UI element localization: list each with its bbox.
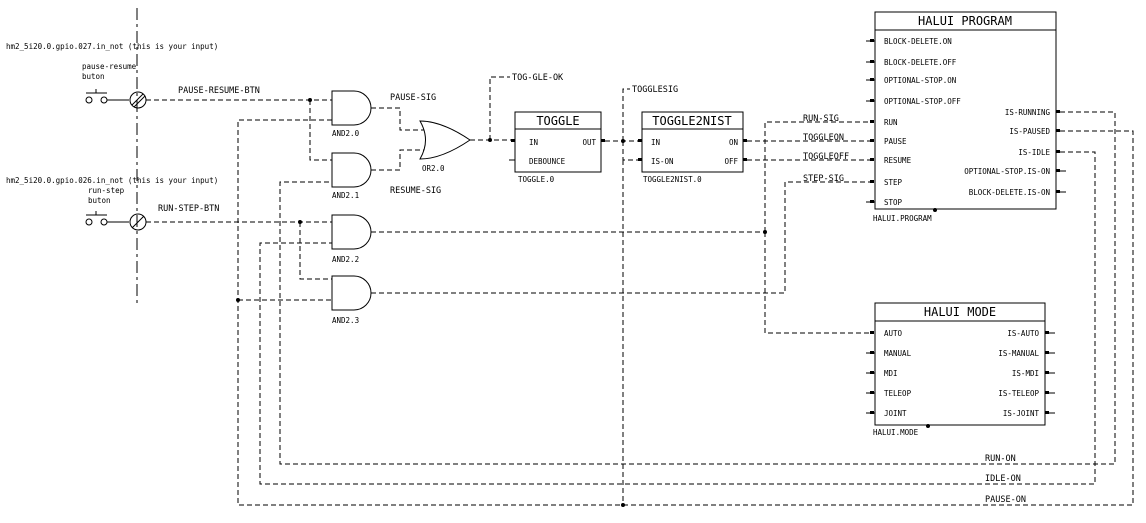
halui-mode-left-pins: AUTO MANUAL MDI TELEOP JOINT bbox=[866, 329, 912, 418]
svg-text:RESUME: RESUME bbox=[884, 156, 912, 165]
idle-on-wire bbox=[259, 151, 1096, 485]
run-step-pushbutton[interactable] bbox=[85, 211, 129, 226]
svg-text:HALUI MODE: HALUI MODE bbox=[924, 305, 996, 319]
or-gate-0: OR2.0 bbox=[419, 120, 471, 173]
toggleon-label: TOGGLEON bbox=[803, 133, 844, 143]
svg-text:MANUAL: MANUAL bbox=[884, 349, 912, 358]
toggleoff-label: TOGGLEOFF bbox=[803, 152, 849, 162]
pause-resume-button-label-2: buton bbox=[82, 72, 105, 81]
resume-sig-label: RESUME-SIG bbox=[390, 186, 441, 196]
svg-text:OPTIONAL-STOP.ON: OPTIONAL-STOP.ON bbox=[884, 76, 956, 85]
halui-program-right-pins: IS-RUNNING IS-PAUSED IS-IDLE OPTIONAL-ST… bbox=[964, 108, 1066, 197]
halui-mode-right-pins: IS-AUTO IS-MANUAL IS-MDI IS-TELEOP IS-JO… bbox=[998, 329, 1055, 418]
svg-text:IS-RUNNING: IS-RUNNING bbox=[1005, 108, 1051, 117]
svg-text:MDI: MDI bbox=[884, 369, 898, 378]
pause-resume-pushbutton[interactable] bbox=[85, 89, 129, 104]
svg-text:HALUI.MODE: HALUI.MODE bbox=[873, 428, 919, 437]
svg-text:IS-MANUAL: IS-MANUAL bbox=[998, 349, 1039, 358]
svg-text:AND2.0: AND2.0 bbox=[332, 129, 360, 138]
svg-text:AND2.2: AND2.2 bbox=[332, 255, 359, 264]
svg-text:JOINT: JOINT bbox=[884, 409, 907, 418]
togglesig-label: TOGGLESIG bbox=[632, 85, 678, 95]
svg-text:TOGGLE2NIST.0: TOGGLE2NIST.0 bbox=[643, 175, 702, 184]
svg-text:IS-AUTO: IS-AUTO bbox=[1007, 329, 1039, 338]
run-step-btn-signal-label: RUN-STEP-BTN bbox=[158, 204, 219, 214]
run-on-label: RUN-ON bbox=[985, 454, 1016, 464]
idle-on-label: IDLE-ON bbox=[985, 474, 1021, 484]
svg-text:BLOCK-DELETE.OFF: BLOCK-DELETE.OFF bbox=[884, 58, 957, 67]
svg-text:OR2.0: OR2.0 bbox=[422, 164, 445, 173]
toggle2nist-block: TOGGLE2NIST IN IS-ON ON OFF TOGGLE2NIST.… bbox=[638, 111, 747, 184]
pause-sig-label: PAUSE-SIG bbox=[390, 93, 436, 103]
halui-program-left-pins: BLOCK-DELETE.ON BLOCK-DELETE.OFF OPTIONA… bbox=[866, 37, 961, 207]
pause-resume-btn-signal-label: PAUSE-RESUME-BTN bbox=[178, 86, 260, 96]
run-on-wire bbox=[279, 111, 1116, 465]
tog-gle-ok-label: TOG-GLE-OK bbox=[512, 73, 564, 83]
svg-text:IN: IN bbox=[529, 138, 538, 147]
svg-text:IS-JOINT: IS-JOINT bbox=[1003, 409, 1040, 418]
svg-text:TOGGLE2NIST: TOGGLE2NIST bbox=[652, 114, 731, 128]
svg-text:AUTO: AUTO bbox=[884, 329, 903, 338]
svg-text:IS-ON: IS-ON bbox=[651, 157, 674, 166]
svg-text:BLOCK-DELETE.ON: BLOCK-DELETE.ON bbox=[884, 37, 952, 46]
pause-on-label: PAUSE-ON bbox=[985, 495, 1026, 505]
svg-text:IS-TELEOP: IS-TELEOP bbox=[998, 389, 1039, 398]
svg-text:OUT: OUT bbox=[582, 138, 596, 147]
svg-text:IS-PAUSED: IS-PAUSED bbox=[1009, 127, 1050, 136]
svg-text:STEP: STEP bbox=[884, 178, 903, 187]
pause-on-wire bbox=[237, 119, 1134, 506]
svg-text:HALUI.PROGRAM: HALUI.PROGRAM bbox=[873, 214, 932, 223]
svg-text:HALUI PROGRAM: HALUI PROGRAM bbox=[918, 14, 1012, 28]
halui-program-block: HALUI PROGRAM HALUI.PROGRAM BLOCK-DELETE… bbox=[866, 11, 1066, 223]
run-step-pin-label: hm2_5i20.0.gpio.026.in_not (this is your… bbox=[6, 176, 218, 185]
svg-text:ON: ON bbox=[729, 138, 738, 147]
svg-text:AND2.1: AND2.1 bbox=[332, 191, 359, 200]
svg-text:IN: IN bbox=[651, 138, 660, 147]
svg-text:TELEOP: TELEOP bbox=[884, 389, 912, 398]
pause-resume-button-label: pause-resume bbox=[82, 62, 137, 71]
svg-text:IS-IDLE: IS-IDLE bbox=[1018, 148, 1050, 157]
svg-text:TOGGLE.0: TOGGLE.0 bbox=[518, 175, 555, 184]
svg-text:OPTIONAL-STOP.IS-ON: OPTIONAL-STOP.IS-ON bbox=[964, 167, 1050, 176]
svg-text:AND2.3: AND2.3 bbox=[332, 316, 359, 325]
run-step-button-label-2: buton bbox=[88, 196, 111, 205]
pause-resume-input-pin-icon bbox=[129, 91, 147, 109]
halui-mode-block: HALUI MODE HALUI.MODE AUTO MANUAL MDI TE… bbox=[866, 302, 1055, 437]
svg-text:TOGGLE: TOGGLE bbox=[536, 114, 579, 128]
and-gate-3: AND2.3 bbox=[331, 275, 372, 325]
svg-text:STOP: STOP bbox=[884, 198, 903, 207]
toggle-block: TOGGLE IN DEBOUNCE OUT TOGGLE.0 bbox=[509, 111, 605, 184]
and-gate-2: AND2.2 bbox=[331, 214, 372, 264]
svg-text:OFF: OFF bbox=[724, 157, 738, 166]
svg-text:IS-MDI: IS-MDI bbox=[1012, 369, 1039, 378]
svg-text:DEBOUNCE: DEBOUNCE bbox=[529, 157, 566, 166]
svg-text:PAUSE: PAUSE bbox=[884, 137, 907, 146]
pause-resume-pin-label: hm2_5i20.0.gpio.027.in_not (this is your… bbox=[6, 42, 218, 51]
run-sig-label: RUN-SIG bbox=[803, 114, 839, 124]
svg-text:BLOCK-DELETE.IS-ON: BLOCK-DELETE.IS-ON bbox=[969, 188, 1050, 197]
and-gate-0: AND2.0 bbox=[331, 90, 372, 138]
run-step-button-label: run-step bbox=[88, 186, 125, 195]
step-sig-label: STEP-SIG bbox=[803, 174, 844, 184]
run-step-input-pin-icon bbox=[129, 213, 147, 231]
svg-text:OPTIONAL-STOP.OFF: OPTIONAL-STOP.OFF bbox=[884, 97, 961, 106]
svg-text:RUN: RUN bbox=[884, 118, 898, 127]
and-gate-1: AND2.1 bbox=[331, 152, 372, 200]
